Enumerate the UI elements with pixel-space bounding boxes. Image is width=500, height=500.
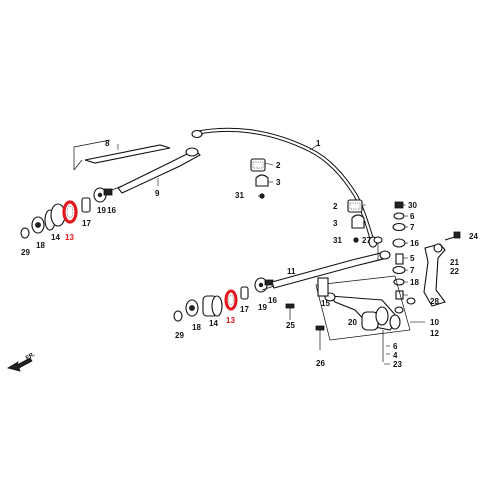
lower-arm-assembly bbox=[315, 275, 411, 362]
bracket-upper-2-3 bbox=[250, 158, 269, 199]
bolts bbox=[285, 297, 416, 350]
front-arrow-icon bbox=[6, 357, 33, 372]
callout-16-right: 16 bbox=[410, 239, 419, 248]
radius-rod-upper bbox=[73, 139, 171, 171]
callout-18-upper: 18 bbox=[36, 241, 45, 250]
callout-9: 9 bbox=[155, 189, 160, 198]
callout-6-upper: 6 bbox=[410, 212, 415, 221]
callout-10: 10 bbox=[430, 318, 439, 327]
callout-21: 21 bbox=[450, 258, 459, 267]
callout-23: 23 bbox=[393, 360, 402, 369]
callout-7-upper: 7 bbox=[410, 223, 415, 232]
callout-5: 5 bbox=[410, 254, 415, 263]
callout-28: 28 bbox=[430, 297, 439, 306]
front-indicator: FR. bbox=[6, 352, 37, 372]
callout-29-upper: 29 bbox=[21, 248, 30, 257]
stabilizer-link-stack bbox=[373, 201, 406, 300]
callout-17-lower: 17 bbox=[240, 305, 249, 314]
callout-31-lower: 31 bbox=[333, 236, 342, 245]
callout-4: 4 bbox=[393, 351, 398, 360]
callout-22: 22 bbox=[450, 267, 459, 276]
callout-6-lower: 6 bbox=[393, 342, 398, 351]
callout-19-upper: 19 bbox=[97, 206, 106, 215]
callout-16-upper: 16 bbox=[107, 206, 116, 215]
callout-18-right: 18 bbox=[410, 278, 419, 287]
callout-25: 25 bbox=[286, 321, 295, 330]
callout-13-upper: 13 bbox=[65, 233, 74, 242]
callout-13-lower: 13 bbox=[226, 316, 235, 325]
callout-30: 30 bbox=[408, 201, 417, 210]
bushing-highlight-lower bbox=[224, 289, 238, 311]
bracket-lower-2-3 bbox=[347, 199, 365, 243]
callout-1: 1 bbox=[316, 139, 321, 148]
bushing-highlight-upper bbox=[62, 200, 78, 224]
radius-rod-11 bbox=[261, 250, 391, 291]
callout-14-lower: 14 bbox=[209, 319, 218, 328]
callout-2-lower: 2 bbox=[333, 202, 338, 211]
callout-11: 11 bbox=[287, 267, 296, 276]
callout-19-lower: 19 bbox=[258, 303, 267, 312]
knuckle bbox=[423, 231, 461, 307]
callout-16-lower: 16 bbox=[268, 296, 277, 305]
leader-lines bbox=[117, 144, 425, 365]
callout-2-upper: 2 bbox=[276, 161, 281, 170]
callout-3-lower: 3 bbox=[333, 219, 338, 228]
callout-17-upper: 17 bbox=[82, 219, 91, 228]
callout-20: 20 bbox=[348, 318, 357, 327]
callout-7-lower: 7 bbox=[410, 266, 415, 275]
callouts: 1 2 3 31 2 3 31 27 30 6 7 16 5 7 18 24 2… bbox=[21, 139, 478, 369]
callout-31-upper: 31 bbox=[235, 191, 244, 200]
callout-24: 24 bbox=[469, 232, 478, 241]
callout-18-lower: 18 bbox=[192, 323, 201, 332]
callout-29-lower: 29 bbox=[175, 331, 184, 340]
front-indicator-label: FR. bbox=[25, 352, 37, 362]
callout-27: 27 bbox=[362, 236, 371, 245]
bushing-stack-upper bbox=[20, 187, 113, 239]
callout-26: 26 bbox=[316, 359, 325, 368]
stabilizer-bar bbox=[191, 127, 378, 248]
callout-12: 12 bbox=[430, 329, 439, 338]
callout-15: 15 bbox=[321, 299, 330, 308]
callout-3-upper: 3 bbox=[276, 178, 281, 187]
bushing-stack-lower bbox=[173, 277, 274, 322]
callout-8: 8 bbox=[105, 139, 110, 148]
callout-14-upper: 14 bbox=[51, 233, 60, 242]
